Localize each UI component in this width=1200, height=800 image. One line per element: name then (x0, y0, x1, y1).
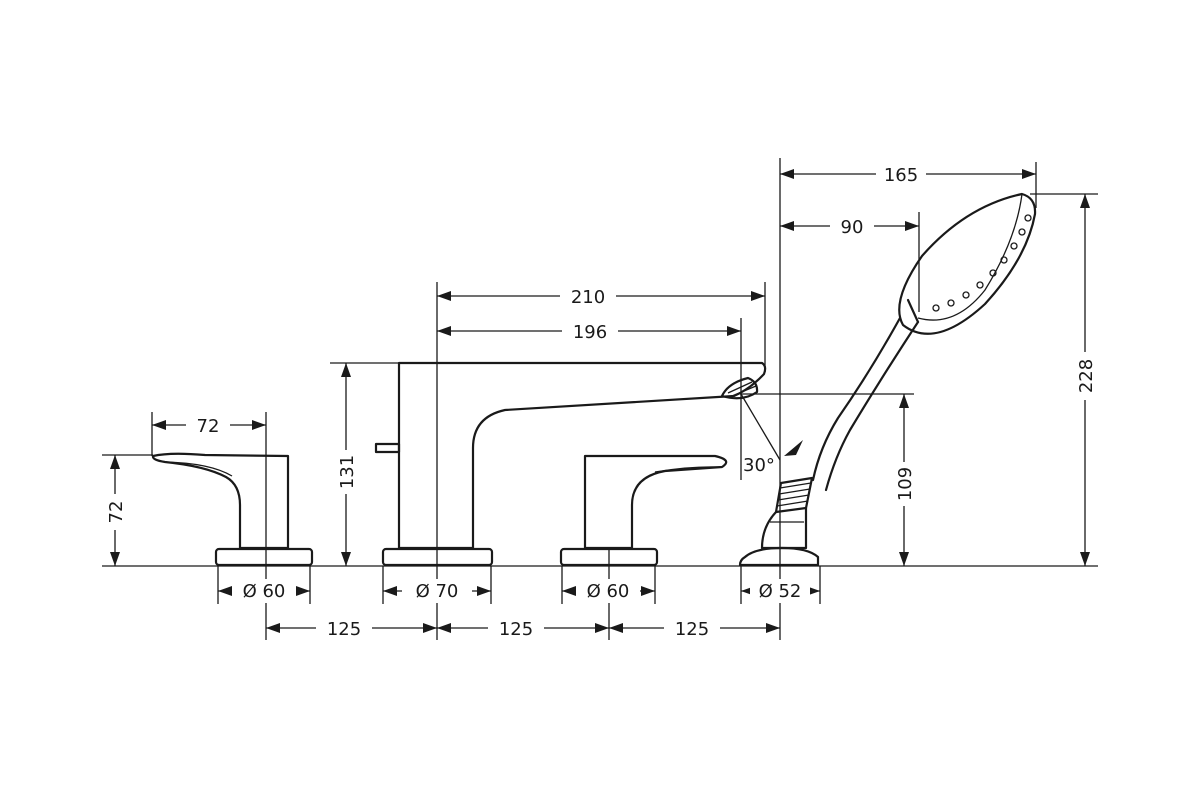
dim-dia-spout: Ø 70 (416, 581, 459, 602)
dim-dia-left: Ø 60 (243, 581, 286, 602)
arrowheads (110, 169, 1090, 633)
dim-90: 90 (841, 217, 864, 238)
hand-shower (738, 192, 1037, 567)
dim-handle-height-72: 72 (106, 501, 127, 524)
extension-lines (102, 158, 1098, 640)
dim-angle-30: 30° (743, 455, 775, 476)
dim-spacing-2: 125 (499, 619, 533, 640)
dim-131: 131 (337, 455, 358, 489)
dim-165: 165 (884, 165, 918, 186)
dim-handle-width-72: 72 (197, 416, 220, 437)
spout (374, 361, 767, 567)
left-handle (151, 452, 314, 567)
dim-210: 210 (571, 287, 605, 308)
dim-196: 196 (573, 322, 607, 343)
spray-nozzles (932, 214, 1032, 312)
label-backgrounds (102, 162, 1098, 640)
dim-dia-right: Ø 60 (587, 581, 630, 602)
right-handle (559, 454, 728, 567)
dimension-labels: 165 90 210 196 72 72 131 109 228 30° Ø 6… (106, 165, 1097, 640)
dim-228: 228 (1076, 359, 1097, 393)
dim-109: 109 (895, 467, 916, 501)
dim-spacing-1: 125 (327, 619, 361, 640)
fixtures (151, 192, 1037, 567)
dim-spacing-3: 125 (675, 619, 709, 640)
dimension-lines (114, 173, 1086, 629)
dim-dia-shower: Ø 52 (759, 581, 802, 602)
